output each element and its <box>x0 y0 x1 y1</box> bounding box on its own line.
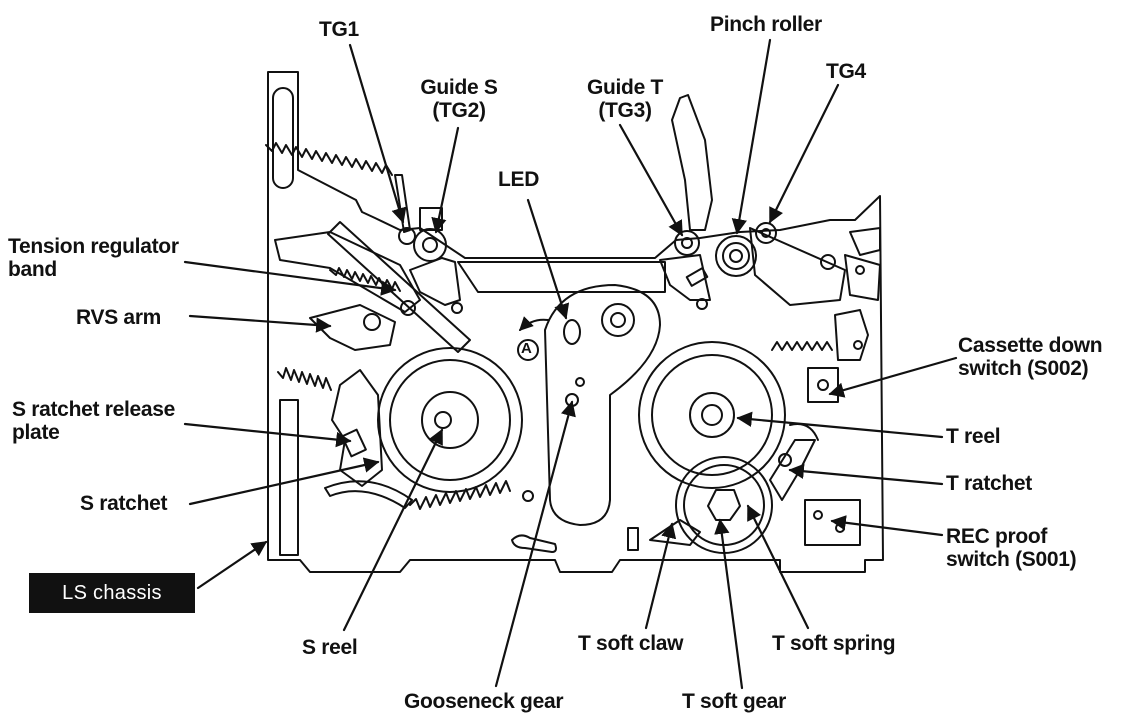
led-body <box>563 319 581 345</box>
leader-gooseneck-gear <box>494 400 576 688</box>
left-slot <box>272 87 294 189</box>
marker-a-circle <box>517 339 539 361</box>
leader-t-soft-claw <box>644 522 677 630</box>
label-t-soft-gear: T soft gear <box>682 690 787 713</box>
leader-s-reel <box>342 428 444 632</box>
label-guide-s: Guide S (TG2) <box>420 76 498 122</box>
label-t-ratchet: T ratchet <box>946 472 1032 495</box>
leader-guide-s <box>431 126 460 234</box>
rotation-arrow <box>519 316 549 331</box>
leader-t-ratchet <box>788 463 944 486</box>
label-s-ratchet-release-plate: S ratchet release plate <box>12 398 176 444</box>
label-marker-a: A <box>521 340 532 357</box>
rec-switch-body <box>804 499 861 546</box>
label-rvs-arm: RVS arm <box>76 306 162 329</box>
label-t-reel: T reel <box>946 425 1001 448</box>
label-ls-chassis: LS chassis <box>62 581 162 604</box>
lower-left-spring <box>277 367 332 391</box>
leader-t-soft-gear <box>714 518 744 690</box>
leader-led <box>526 198 570 320</box>
gooseneck-arm <box>544 284 661 526</box>
s-ratchet-plate <box>331 369 383 487</box>
chassis-outline <box>267 71 884 573</box>
pinch-roller-shape <box>715 235 757 277</box>
label-t-soft-spring: T soft spring <box>772 632 896 655</box>
leader-t-reel <box>736 411 944 439</box>
label-tg4: TG4 <box>826 60 866 83</box>
left-rail <box>279 399 299 556</box>
t-soft-gear-shape <box>675 456 773 554</box>
upper-spring <box>265 142 393 176</box>
t-soft-claw-shape <box>649 519 701 546</box>
leader-s-ratchet <box>188 457 380 506</box>
cassette-switch-body <box>807 367 839 403</box>
t-ratchet-shape <box>769 439 816 501</box>
leader-rec-proof <box>830 515 944 537</box>
leader-rvs-arm <box>188 314 332 333</box>
bottom-spring <box>409 480 511 510</box>
label-gooseneck-gear: Gooseneck gear <box>404 690 564 713</box>
label-guide-t: Guide T (TG3) <box>586 76 664 122</box>
label-pinch-roller: Pinch roller <box>710 13 822 36</box>
tg4-roller <box>755 222 777 244</box>
guide-t-post <box>671 94 713 231</box>
label-s-reel: S reel <box>302 636 358 659</box>
label-ls-chassis-box: LS chassis <box>29 573 195 613</box>
s-reel-outer <box>377 347 523 493</box>
deck-plate <box>457 261 666 293</box>
leader-cassette-down <box>828 356 958 398</box>
label-t-soft-claw: T soft claw <box>578 632 684 655</box>
leader-guide-t <box>618 123 684 237</box>
rvs-arm-shape <box>309 304 396 351</box>
leader-t-soft-spring <box>746 504 810 630</box>
long-arm <box>327 221 471 353</box>
tension-band-arm <box>274 231 421 313</box>
label-cassette-down-switch: Cassette down switch (S002) <box>958 334 1103 380</box>
leader-pinch-roller <box>731 38 772 235</box>
t-reel-outer <box>638 341 786 489</box>
small-slot <box>511 534 557 553</box>
leader-tg4 <box>768 83 840 224</box>
label-s-ratchet: S ratchet <box>80 492 168 515</box>
s-brake-arc <box>324 480 413 509</box>
label-led: LED <box>498 168 540 191</box>
label-tension-regulator-band: Tension regulator band <box>8 235 179 281</box>
right-zigzag <box>771 341 833 351</box>
leader-tension-band <box>183 260 397 296</box>
leader-tg1 <box>348 43 407 224</box>
leader-s-ratchet-release <box>183 422 352 448</box>
label-rec-proof-switch: REC proof switch (S001) <box>946 525 1077 571</box>
leader-ls-chassis <box>196 540 268 590</box>
label-tg1: TG1 <box>319 18 359 41</box>
